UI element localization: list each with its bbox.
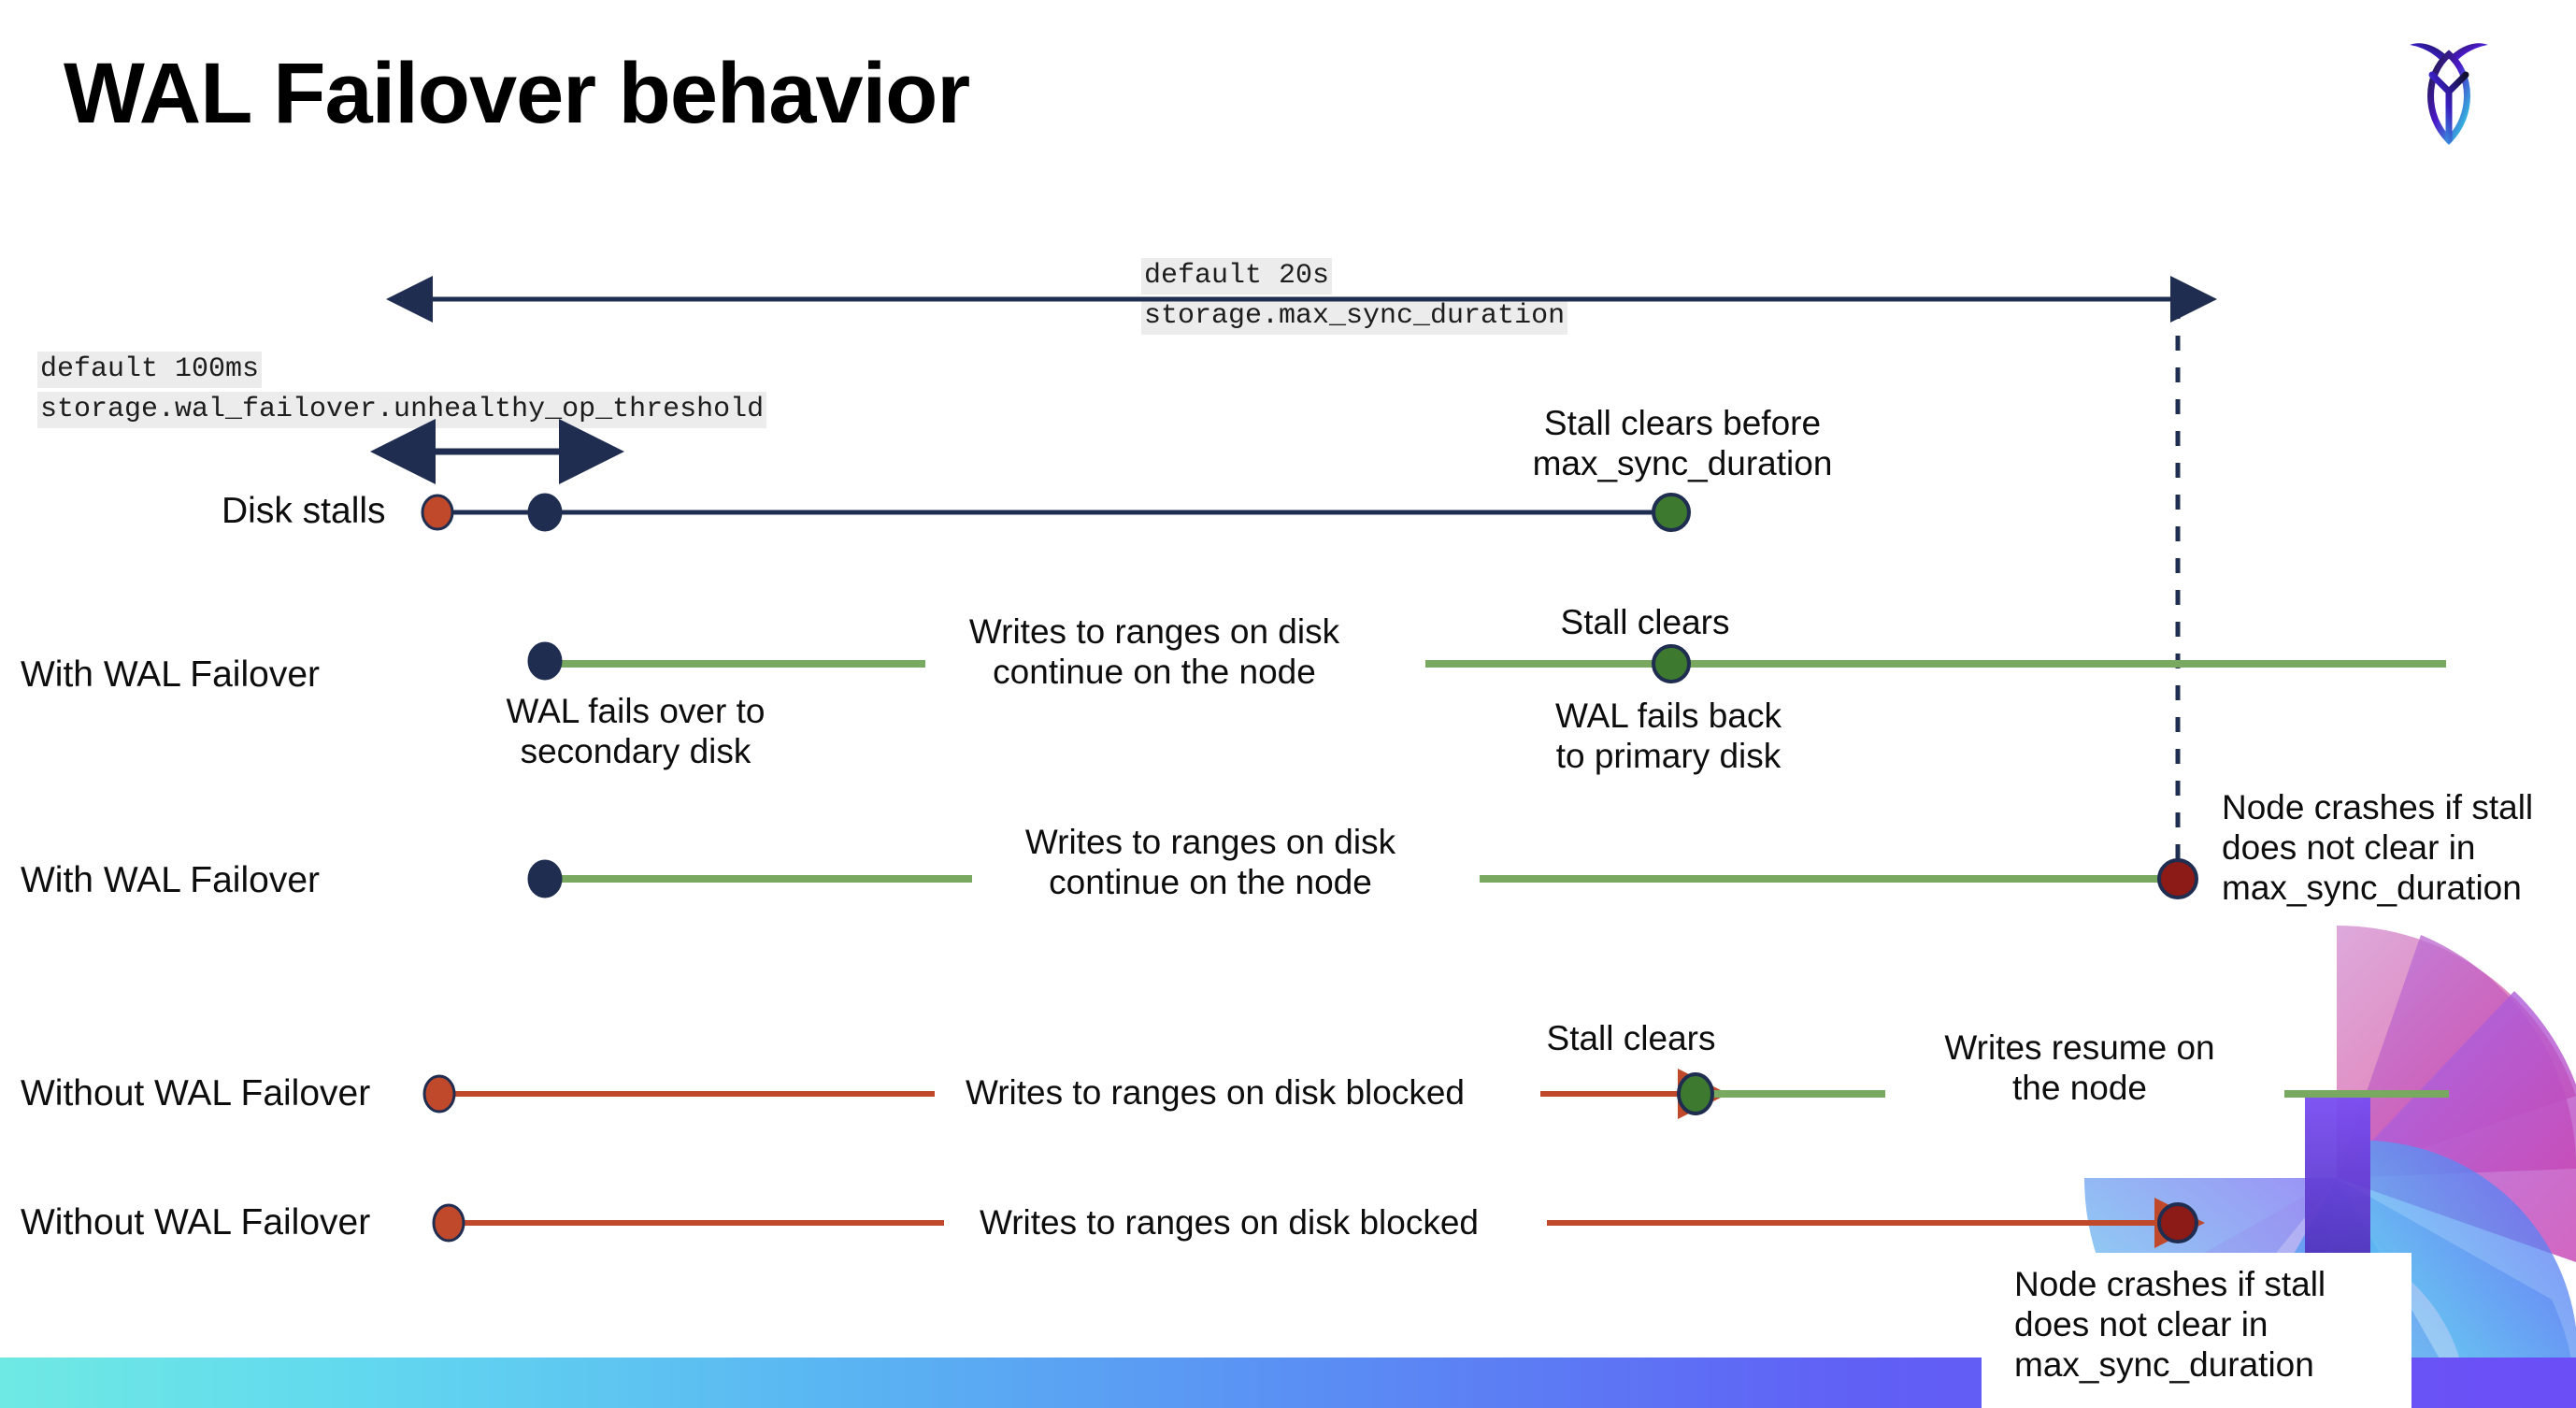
- stall-clears-marker-row1: [1652, 493, 1691, 532]
- cockroach-labs-logo-icon: [2410, 43, 2488, 145]
- stall-clears-marker-row4: [1677, 1072, 1714, 1115]
- row-label-without-wal-failover-2: Without WAL Failover: [21, 1202, 371, 1243]
- disk-stall-start-marker: [421, 494, 454, 531]
- annotation-stall-clears-1: Stall clears: [1560, 603, 1730, 641]
- annotation-wal-fails-back: WAL fails back to primary disk: [1555, 697, 1782, 775]
- annotation-node-crashes-2: Node crashes if stall does not clear in …: [2014, 1265, 2326, 1384]
- wal-failover-start-marker-1: [527, 641, 563, 681]
- unhealthy-op-threshold-chip-line1: default 100ms: [37, 352, 263, 388]
- wal-failover-start-marker-2: [527, 859, 563, 898]
- stall-clears-marker-row2: [1652, 644, 1691, 683]
- annotation-writes-continue-2: Writes to ranges on disk continue on the…: [1024, 823, 1396, 901]
- node-crash-marker-2: [2157, 1202, 2198, 1243]
- annotation-writes-continue-1: Writes to ranges on disk continue on the…: [968, 612, 1340, 691]
- annotation-stall-clears-before: Stall clears before max_sync_duration: [1532, 404, 1833, 482]
- row-label-with-wal-failover-1: With WAL Failover: [21, 654, 320, 695]
- annotation-node-crashes-1: Node crashes if stall does not clear in …: [2222, 788, 2534, 907]
- annotation-writes-resume: Writes resume on the node: [1944, 1028, 2215, 1107]
- annotation-writes-blocked-2: Writes to ranges on disk blocked: [979, 1203, 1480, 1242]
- node-crashes-callout-box: [1982, 1253, 2411, 1408]
- annotation-wal-fails-over: WAL fails over to secondary disk: [506, 692, 766, 770]
- row-label-without-wal-failover-1: Without WAL Failover: [21, 1073, 371, 1113]
- annotation-writes-blocked-1: Writes to ranges on disk blocked: [965, 1073, 1466, 1112]
- stall-start-marker-row4: [422, 1074, 456, 1113]
- row-label-disk-stalls: Disk stalls: [222, 491, 386, 531]
- row-label-with-wal-failover-2: With WAL Failover: [21, 860, 320, 900]
- stall-start-marker-row5: [432, 1203, 465, 1243]
- annotation-stall-clears-2: Stall clears: [1546, 1019, 1716, 1057]
- node-crash-marker-1: [2157, 858, 2198, 899]
- failover-trigger-marker: [527, 493, 563, 532]
- page-title: WAL Failover behavior: [64, 46, 970, 141]
